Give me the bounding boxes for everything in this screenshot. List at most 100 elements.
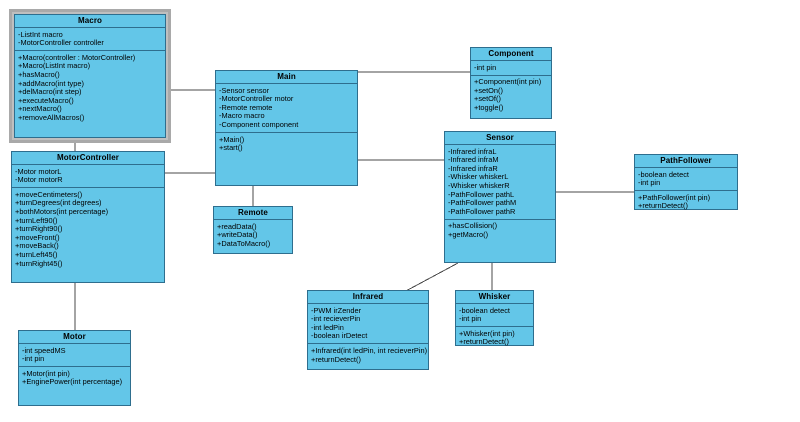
class-attributes-sensor: -Infrared infraL -Infrared infraM -Infra… [445,145,555,220]
method-row: +returnDetect() [459,337,509,347]
method-row: +writeData() [217,230,258,240]
class-attributes-component: -int pin [471,61,551,76]
method-row: +addMacro(int type) [18,78,84,88]
method-row: +turnRight45() [15,258,63,268]
attribute-row: -boolean irDetect [311,331,368,341]
class-methods-macro: +Macro(controller : MotorController) +Ma… [15,51,165,125]
class-box-motor[interactable]: Motor -int speedMS -int pin +Motor(int p… [18,330,131,406]
class-box-remote[interactable]: Remote +readData() +writeData() +DataToM… [213,206,293,254]
attribute-row: -int pin [459,314,482,324]
class-title-remote: Remote [214,207,292,220]
attribute-row: -Whisker whiskerL [448,172,509,182]
method-row: +hasMacro() [18,69,60,79]
class-box-component[interactable]: Component -int pin +Component(int pin) +… [470,47,552,119]
attribute-row: -int recieverPin [311,314,361,324]
attribute-row: -Remote remote [219,102,273,112]
attribute-row: -Motor motorR [15,175,63,185]
method-row: +bothMotors(int percentage) [15,206,109,216]
method-row: +moveBack() [15,241,59,251]
attribute-row: -boolean detect [638,169,689,179]
attribute-row: -Macro macro [219,111,265,121]
class-box-infrared[interactable]: Infrared -PWM irZender -int recieverPin … [307,290,429,370]
method-row: +turnLeft45() [15,249,58,259]
class-box-sensor[interactable]: Sensor -Infrared infraL -Infrared infraM… [444,131,556,263]
method-row: +turnDegrees(int degrees) [15,198,102,208]
method-row: +turnLeft90() [15,215,58,225]
method-row: +turnRight90() [15,224,63,234]
method-row: +removeAllMacros() [18,112,85,122]
class-attributes-macro: -ListInt macro -MotorController controll… [15,28,165,52]
class-attributes-motorcontroller: -Motor motorL -Motor motorR [12,165,164,189]
attribute-row: -int speedMS [22,345,66,355]
attribute-row: -Infrared infraR [448,163,498,173]
attribute-row: -PWM irZender [311,305,362,315]
attribute-row: -PathFollower pathR [448,206,516,216]
class-attributes-main: -Sensor sensor -MotorController motor -R… [216,84,357,133]
class-attributes-infrared: -PWM irZender -int recieverPin -int ledP… [308,304,428,345]
method-row: +moveFront() [15,232,60,242]
attribute-row: -Component component [219,119,299,129]
method-row: +readData() [217,221,257,231]
method-row: +Motor(int pin) [22,368,70,378]
class-title-whisker: Whisker [456,291,533,304]
attribute-row: -ListInt macro [18,29,63,39]
attribute-row: -int ledPin [311,322,344,332]
method-row: +Macro(controller : MotorController) [18,52,136,62]
method-row: +nextMacro() [18,104,62,114]
method-row: +Main() [219,134,245,144]
attribute-row: -int pin [638,178,661,188]
method-row: +Whisker(int pin) [459,328,515,338]
class-methods-pathfollower: +PathFollower(int pin) +returnDetect() [635,191,737,213]
class-methods-motorcontroller: +moveCentimeters() +turnDegrees(int degr… [12,188,164,270]
class-title-macro: Macro [15,15,165,28]
class-attributes-motor: -int speedMS -int pin [19,344,130,368]
class-title-motorcontroller: MotorController [12,152,164,165]
class-methods-whisker: +Whisker(int pin) +returnDetect() [456,327,533,349]
class-box-motorcontroller[interactable]: MotorController -Motor motorL -Motor mot… [11,151,165,283]
class-methods-infrared: +Infrared(int ledPin, int recieverPin) +… [308,344,428,366]
method-row: +Macro(ListInt macro) [18,61,91,71]
method-row: +start() [219,143,243,153]
method-row: +getMacro() [448,229,489,239]
method-row: +Infrared(int ledPin, int recieverPin) [311,345,428,355]
class-box-main[interactable]: Main -Sensor sensor -MotorController mot… [215,70,358,186]
class-attributes-whisker: -boolean detect -int pin [456,304,533,328]
method-row: +Component(int pin) [474,77,542,87]
class-methods-sensor: +hasCollision() +getMacro() [445,220,555,242]
edge-sensor-infrared [403,262,459,293]
attribute-row: -Infrared infraM [448,155,499,165]
class-title-sensor: Sensor [445,132,555,145]
attribute-row: -int pin [474,62,497,72]
class-methods-remote: +readData() +writeData() +DataToMacro() [214,220,292,251]
attribute-row: -boolean detect [459,305,510,315]
class-title-main: Main [216,71,357,84]
method-row: +executeMacro() [18,95,74,105]
class-title-infrared: Infrared [308,291,428,304]
attribute-row: -PathFollower pathM [448,198,517,208]
attribute-row: -MotorController motor [219,94,294,104]
method-row: +PathFollower(int pin) [638,192,711,202]
class-title-pathfollower: PathFollower [635,155,737,168]
class-box-macro[interactable]: Macro -ListInt macro -MotorController co… [14,14,166,138]
method-row: +returnDetect() [638,201,688,211]
method-row: +setOn() [474,85,503,95]
attribute-row: -Sensor sensor [219,85,270,95]
class-methods-motor: +Motor(int pin) +EnginePower(int percent… [19,367,130,389]
class-methods-component: +Component(int pin) +setOn() +setOf() +t… [471,76,551,115]
method-row: +EnginePower(int percentage) [22,377,123,387]
method-row: +toggle() [474,102,504,112]
class-box-pathfollower[interactable]: PathFollower -boolean detect -int pin +P… [634,154,738,210]
attribute-row: -MotorController controller [18,38,104,48]
class-methods-main: +Main() +start() [216,133,357,155]
class-box-whisker[interactable]: Whisker -boolean detect -int pin +Whiske… [455,290,534,346]
attribute-row: -Motor motorL [15,166,62,176]
method-row: +hasCollision() [448,221,498,231]
method-row: +DataToMacro() [217,238,271,248]
class-attributes-pathfollower: -boolean detect -int pin [635,168,737,192]
method-row: +delMacro(int step) [18,87,82,97]
attribute-row: -PathFollower pathL [448,189,515,199]
attribute-row: -Whisker whiskerR [448,180,510,190]
attribute-row: -int pin [22,354,45,364]
method-row: +returnDetect() [311,354,361,364]
